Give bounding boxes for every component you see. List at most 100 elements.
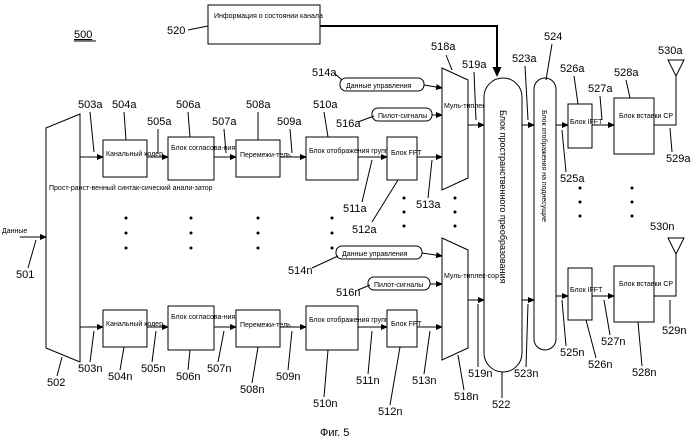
dot	[579, 201, 582, 204]
fft-n	[387, 310, 417, 347]
ref-511a: 511a	[343, 203, 368, 215]
ref-518a: 518a	[431, 41, 456, 53]
leader-513n	[424, 331, 430, 374]
dot	[454, 225, 457, 228]
ref-519n: 519n	[468, 368, 492, 380]
dot	[403, 197, 406, 200]
dot	[190, 232, 193, 235]
group-mapper-n	[306, 306, 358, 350]
dot	[125, 217, 128, 220]
mux-n-label: Муль-типлек-сор	[444, 273, 499, 280]
group-mapper-a-label: Блок отображения групп	[309, 147, 389, 155]
ref-523a: 523a	[512, 53, 537, 65]
dot	[631, 215, 634, 218]
mux-a	[442, 68, 468, 190]
ref-503n: 503n	[78, 363, 102, 375]
ref-513a: 513a	[416, 199, 441, 211]
ref-520: 520	[167, 25, 185, 37]
ref-501: 501	[16, 269, 34, 281]
mux-n	[442, 238, 468, 360]
leader-507n	[218, 331, 224, 362]
interleaver-a-label: Перемежи-тель	[240, 152, 291, 159]
ref-507a: 507a	[212, 116, 237, 128]
ref-507n: 507n	[207, 363, 231, 375]
ref-526n: 526n	[588, 359, 612, 371]
ref-502: 502	[47, 377, 65, 389]
ref-516n: 516n	[336, 287, 360, 299]
leader-508n	[252, 347, 258, 383]
ref-510a: 510a	[313, 99, 338, 111]
subcarrier-mapper-label: Блок отображения на поднесущие	[540, 110, 548, 222]
dot	[403, 211, 406, 214]
leader-509n	[288, 331, 292, 370]
leader-511n	[368, 331, 372, 374]
leader-512a	[372, 180, 398, 222]
ref-512a: 512a	[352, 224, 377, 236]
leader-510a	[324, 112, 328, 137]
channel-state-label: Информация о состоянии канала	[214, 13, 323, 20]
ref-508n: 508n	[240, 384, 264, 396]
leader-503a	[90, 112, 94, 152]
group-mapper-a	[306, 137, 358, 180]
ref-526a: 526a	[560, 63, 585, 75]
leader-513a	[428, 160, 432, 198]
ref-527a: 527a	[588, 83, 613, 95]
ref-505n: 505n	[141, 363, 165, 375]
leader-504a	[124, 112, 126, 140]
ref-528a: 528a	[614, 67, 639, 79]
interleaver-n-label: Перемежи-тель	[240, 322, 291, 329]
ref-518n: 518n	[454, 391, 478, 403]
cp-insert-a-label: Блок вставки CP	[619, 113, 673, 120]
ref-509a: 509a	[277, 116, 302, 128]
ref-511n: 511n	[356, 375, 380, 387]
spatial-parser-label: Прост-ранст-венный синтак-сический анали…	[49, 184, 213, 192]
leader-503n	[90, 331, 94, 362]
dot	[331, 232, 334, 235]
leader-511a	[362, 160, 372, 202]
dot	[190, 247, 193, 250]
pilots-a-label: Пилот-сигналы	[378, 113, 427, 120]
dot	[403, 225, 406, 228]
rate-matching-n	[168, 306, 214, 350]
ifft-n	[568, 268, 592, 320]
ref-512n: 512n	[378, 406, 402, 418]
antenna-a-icon	[668, 60, 684, 76]
dot	[454, 211, 457, 214]
ref-519a: 519a	[462, 59, 487, 71]
ref-514a: 514a	[312, 67, 337, 79]
group-mapper-n-label: Блок отображения групп	[309, 316, 389, 324]
leader-528a	[626, 80, 630, 98]
ref-522: 522	[492, 399, 510, 411]
ref-530a: 530a	[658, 45, 683, 57]
fft-a	[387, 137, 417, 180]
ref-504a: 504a	[112, 99, 137, 111]
ref-529a: 529a	[666, 153, 691, 165]
figure-number: 500	[74, 29, 92, 41]
channel-state-block	[208, 5, 320, 44]
ref-505a: 505a	[147, 116, 172, 128]
control-data-a-label: Данные управления	[346, 83, 412, 90]
ref-523n: 523n	[514, 368, 538, 380]
dot	[257, 232, 260, 235]
dot	[579, 215, 582, 218]
leader-523n	[526, 304, 528, 367]
channel-coder-a	[103, 140, 147, 177]
leader-526a	[574, 76, 578, 104]
arrow-control-n	[422, 253, 442, 256]
leader-510n	[324, 350, 328, 397]
leader-525n	[562, 300, 566, 346]
leader-502	[57, 357, 62, 376]
cp-insert-n	[614, 266, 654, 322]
figure-caption: Фиг. 5	[320, 427, 349, 439]
dot	[631, 201, 634, 204]
leader-528n	[638, 322, 642, 366]
dot	[331, 217, 334, 220]
ref-524: 524	[544, 31, 562, 43]
leader-512n	[390, 347, 400, 405]
data-input-label: Данные	[2, 228, 27, 235]
leader-514n	[312, 256, 338, 268]
leader-501	[28, 240, 36, 268]
leader-527n	[604, 300, 610, 335]
ref-514n: 514n	[288, 265, 312, 277]
ref-509n: 509n	[276, 371, 300, 383]
